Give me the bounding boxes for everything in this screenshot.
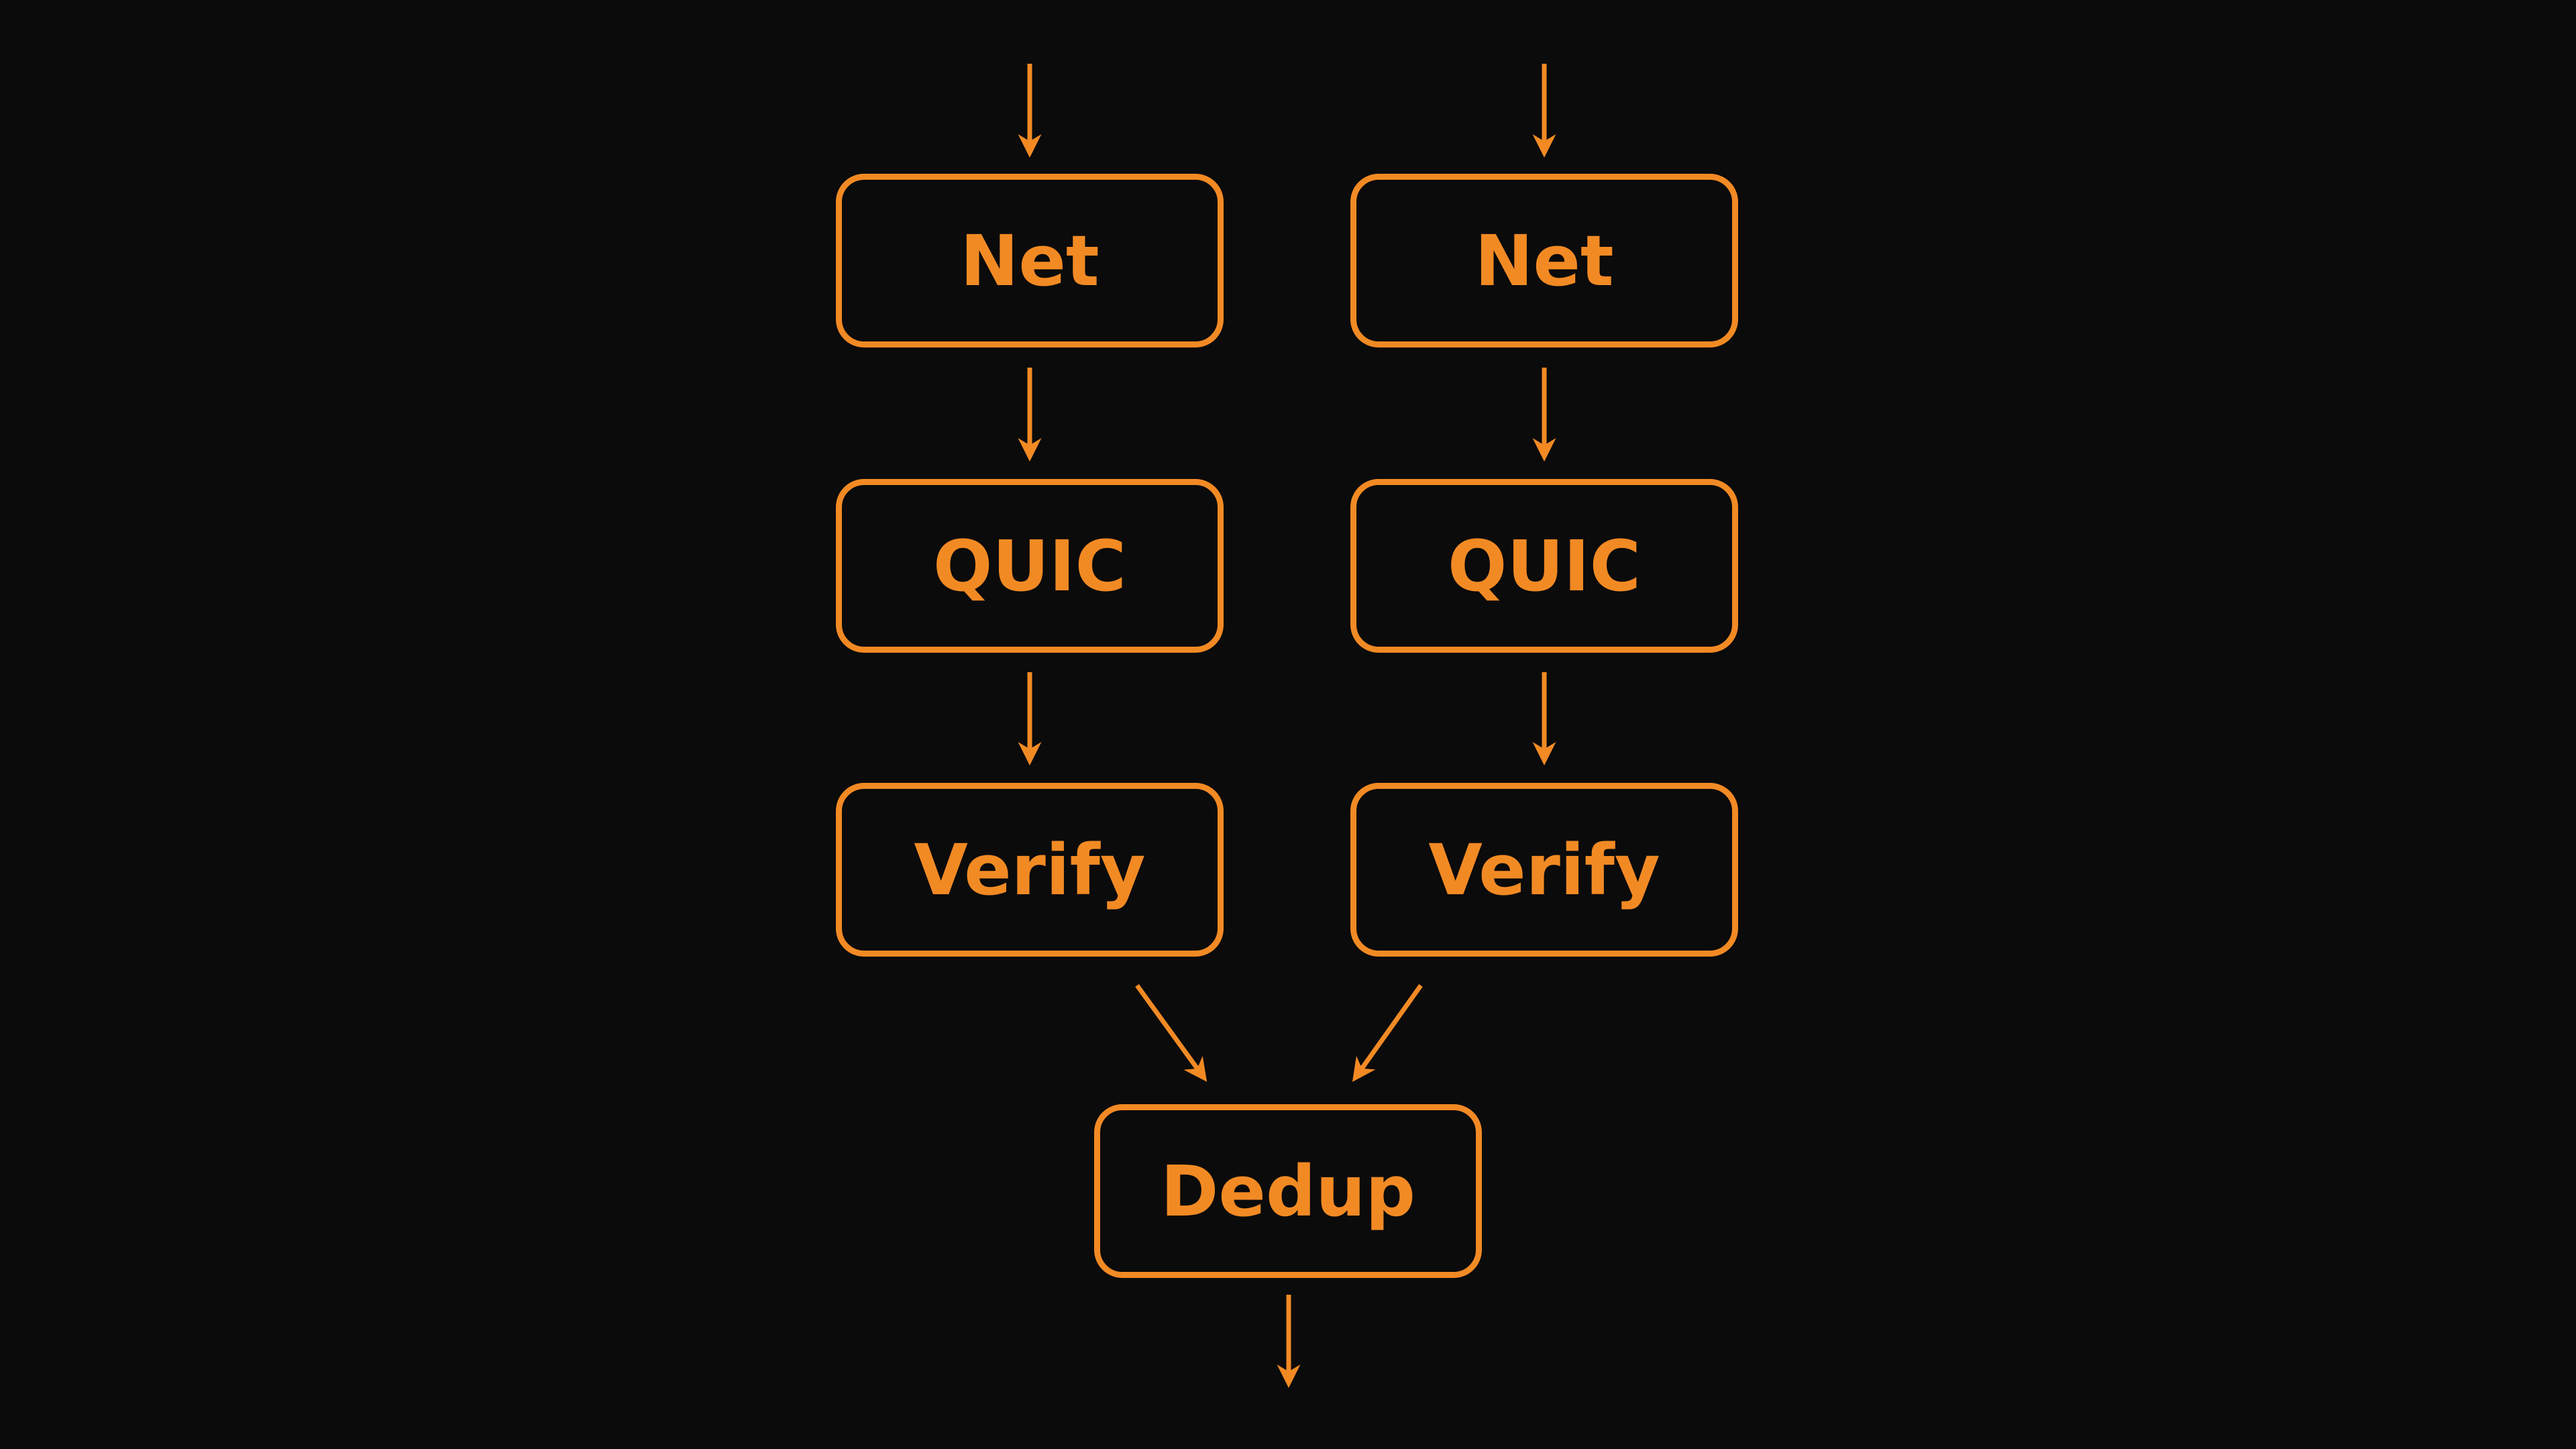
node-label: Verify: [914, 828, 1146, 911]
node-verify-left: Verify: [836, 783, 1224, 957]
node-label: Dedup: [1161, 1150, 1415, 1232]
node-net-left: Net: [836, 174, 1224, 347]
node-net-right: Net: [1350, 174, 1738, 347]
node-quic-left: QUIC: [836, 479, 1224, 653]
node-label: QUIC: [933, 525, 1126, 607]
arrow-verify-dedup-right: [1352, 983, 1423, 1082]
node-label: Verify: [1428, 828, 1660, 911]
node-dedup: Dedup: [1094, 1104, 1482, 1278]
node-label: QUIC: [1448, 525, 1641, 607]
node-label: Net: [960, 219, 1099, 302]
node-label: Net: [1474, 219, 1614, 302]
node-verify-right: Verify: [1350, 783, 1738, 957]
arrow-verify-dedup-left: [1135, 983, 1208, 1082]
node-quic-right: QUIC: [1350, 479, 1738, 653]
